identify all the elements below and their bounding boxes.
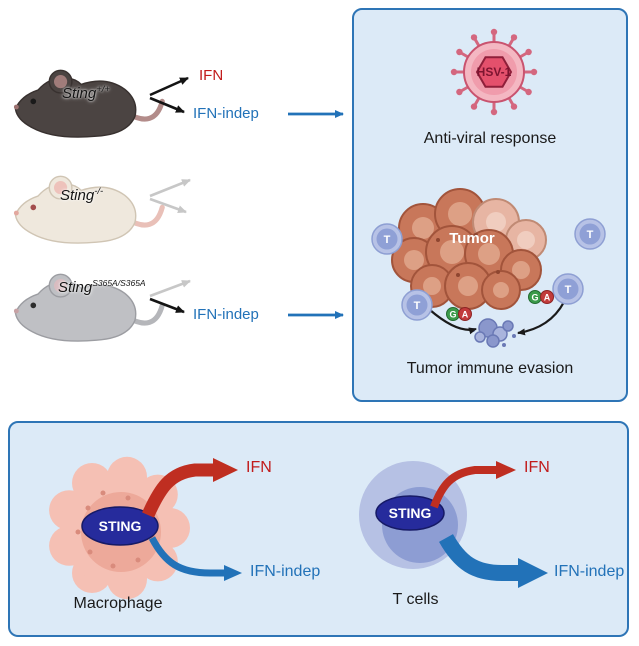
- t-cell-icon: T: [574, 218, 606, 250]
- arrow-tcell-left-to-tumor: [429, 309, 477, 335]
- outcomes-panel: HSV-1 Anti-viral response: [352, 8, 628, 402]
- mouse-genotype: S365A/S365A: [92, 278, 146, 288]
- t-cell-icon: T: [371, 223, 403, 255]
- badge-a-label: A: [544, 293, 551, 303]
- tumor-label: Tumor: [449, 230, 495, 247]
- macrophage-ifn-indep-label: IFN-indep: [250, 563, 321, 580]
- tcells-caption: T cells: [392, 591, 439, 608]
- ga-badge: G A: [446, 307, 472, 321]
- mouse-genotype: -/-: [94, 186, 104, 197]
- hsv1-virus-icon: HSV-1: [450, 28, 538, 116]
- mouse-name: Sting: [60, 187, 95, 204]
- mouse-genotype: +/+: [96, 84, 110, 95]
- ifn-indep-label-s365a: IFN-indep: [193, 306, 259, 323]
- tcell-ifn-label: IFN: [524, 459, 550, 476]
- t-cell-big-icon: STING: [359, 461, 467, 569]
- mouse-sting-s365a: [6, 256, 166, 351]
- badge-a-label: A: [462, 310, 469, 320]
- arrowhead-tcell-ifn: [496, 461, 516, 479]
- sting-badge: [81, 506, 159, 546]
- cells-panel: STING STING IFN IFN-indep IFN IFN-i: [8, 421, 629, 637]
- macrophage-icon: STING: [49, 456, 190, 600]
- sting-label: STING: [99, 518, 142, 534]
- arrowhead-tcell-ifn-indep: [518, 558, 548, 588]
- apoptotic-cell-cluster: [471, 318, 516, 348]
- arrow-tcell-right-to-tumor: [517, 301, 565, 336]
- t-cell-icon: T: [401, 289, 433, 321]
- badge-g-label: G: [449, 310, 456, 320]
- tumor-cell-cluster: [391, 188, 547, 310]
- mouse-name: Sting: [58, 279, 93, 296]
- sting-badge: [375, 495, 445, 531]
- mouse-name: Sting: [62, 85, 97, 102]
- macrophage-ifn-label: IFN: [246, 459, 272, 476]
- t-cell-label: T: [414, 300, 421, 312]
- badge-g-label: G: [531, 293, 538, 303]
- tcell-ifn-indep-label: IFN-indep: [554, 563, 625, 580]
- macrophage-caption: Macrophage: [73, 595, 163, 612]
- ga-badge: G A: [528, 290, 554, 304]
- t-cell-label: T: [384, 234, 391, 246]
- t-cell-label: T: [565, 284, 572, 296]
- mouse-label-wildtype: Sting+/+: [62, 84, 110, 102]
- tumor-illustration: Tumor T T: [371, 188, 606, 348]
- mouse-sting-knockout: [6, 158, 166, 253]
- arrowhead-macrophage-ifn: [213, 458, 238, 482]
- ifn-indep-label-wildtype: IFN-indep: [193, 105, 259, 122]
- t-cell-icon: T: [552, 273, 584, 305]
- hsv1-label: HSV-1: [477, 65, 512, 79]
- mouse-label-knockout: Sting-/-: [60, 186, 103, 204]
- antiviral-caption: Anti-viral response: [423, 130, 557, 147]
- ifn-label-wildtype: IFN: [199, 67, 224, 84]
- mouse-label-s365a: StingS365A/S365A: [58, 278, 146, 296]
- sting-label: STING: [389, 505, 432, 521]
- evasion-caption: Tumor immune evasion: [406, 360, 574, 377]
- t-cell-label: T: [587, 229, 594, 241]
- arrowhead-macrophage-ifn-indep: [224, 565, 242, 581]
